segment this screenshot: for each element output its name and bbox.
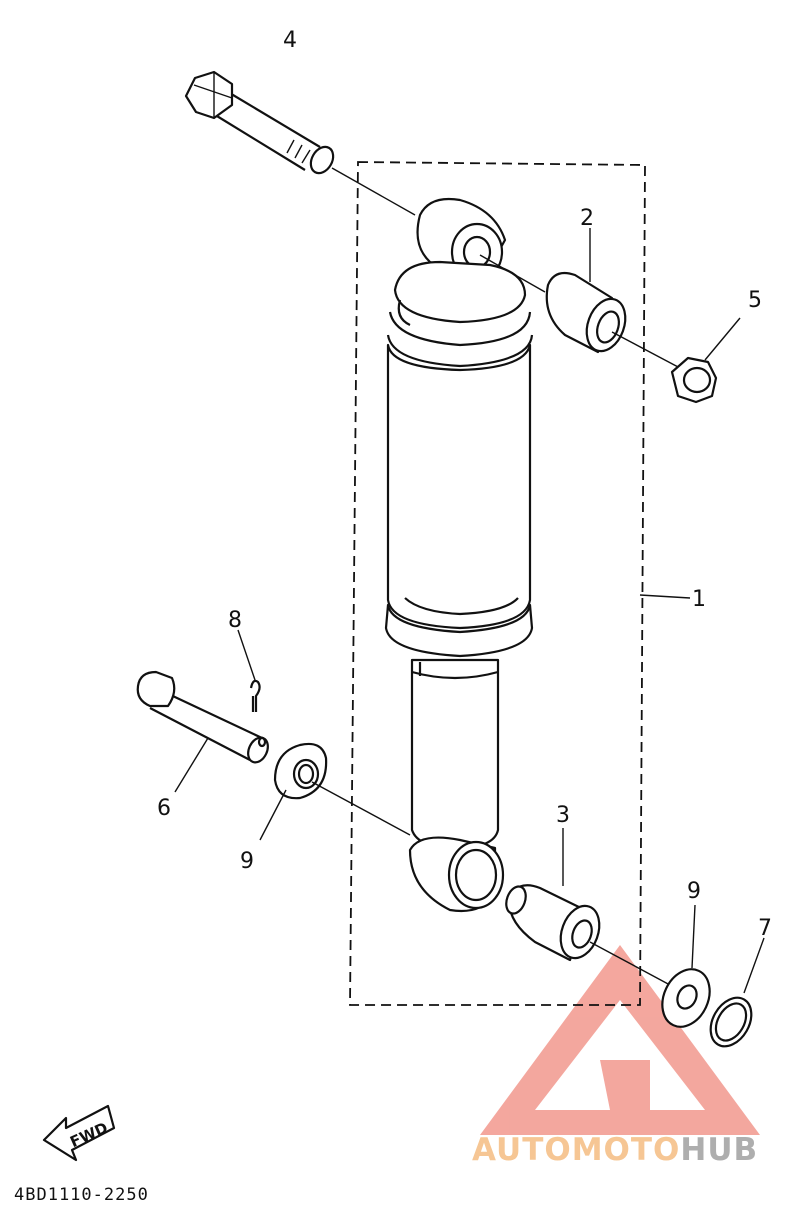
- left-washer: [259, 742, 411, 841]
- callout-6: 6: [157, 796, 171, 821]
- forward-direction-badge: FWD: [42, 1104, 116, 1162]
- callout-9-right: 9: [687, 879, 701, 904]
- callout-7: 7: [758, 916, 772, 941]
- outer-washer: [709, 937, 765, 1048]
- lower-collar: [505, 828, 671, 986]
- upper-nut: [670, 317, 741, 404]
- cotter-pin: [237, 629, 261, 712]
- rear-shock-absorber: [384, 197, 546, 913]
- right-washer: [661, 904, 711, 1028]
- callout-9-left: 9: [240, 849, 254, 874]
- upper-collar: [545, 228, 681, 369]
- diagram-part-code: 4BD1110-2250: [14, 1185, 149, 1205]
- watermark-brand-part1: AUTOMOTO: [472, 1132, 680, 1168]
- lower-pin: [136, 670, 269, 793]
- callout-8: 8: [228, 608, 242, 633]
- callout-1: 1: [692, 587, 706, 612]
- watermark-text: AUTOMOTOHUB: [472, 1132, 758, 1168]
- upper-bolt: [184, 70, 416, 216]
- assembly-boundary-box: [349, 161, 646, 1006]
- callout-2: 2: [580, 206, 594, 231]
- watermark-brand-part2: HUB: [680, 1132, 758, 1168]
- callout-5: 5: [748, 288, 762, 313]
- watermark-logo: [480, 945, 760, 1135]
- callout-4: 4: [283, 28, 297, 53]
- callout-3: 3: [556, 803, 570, 828]
